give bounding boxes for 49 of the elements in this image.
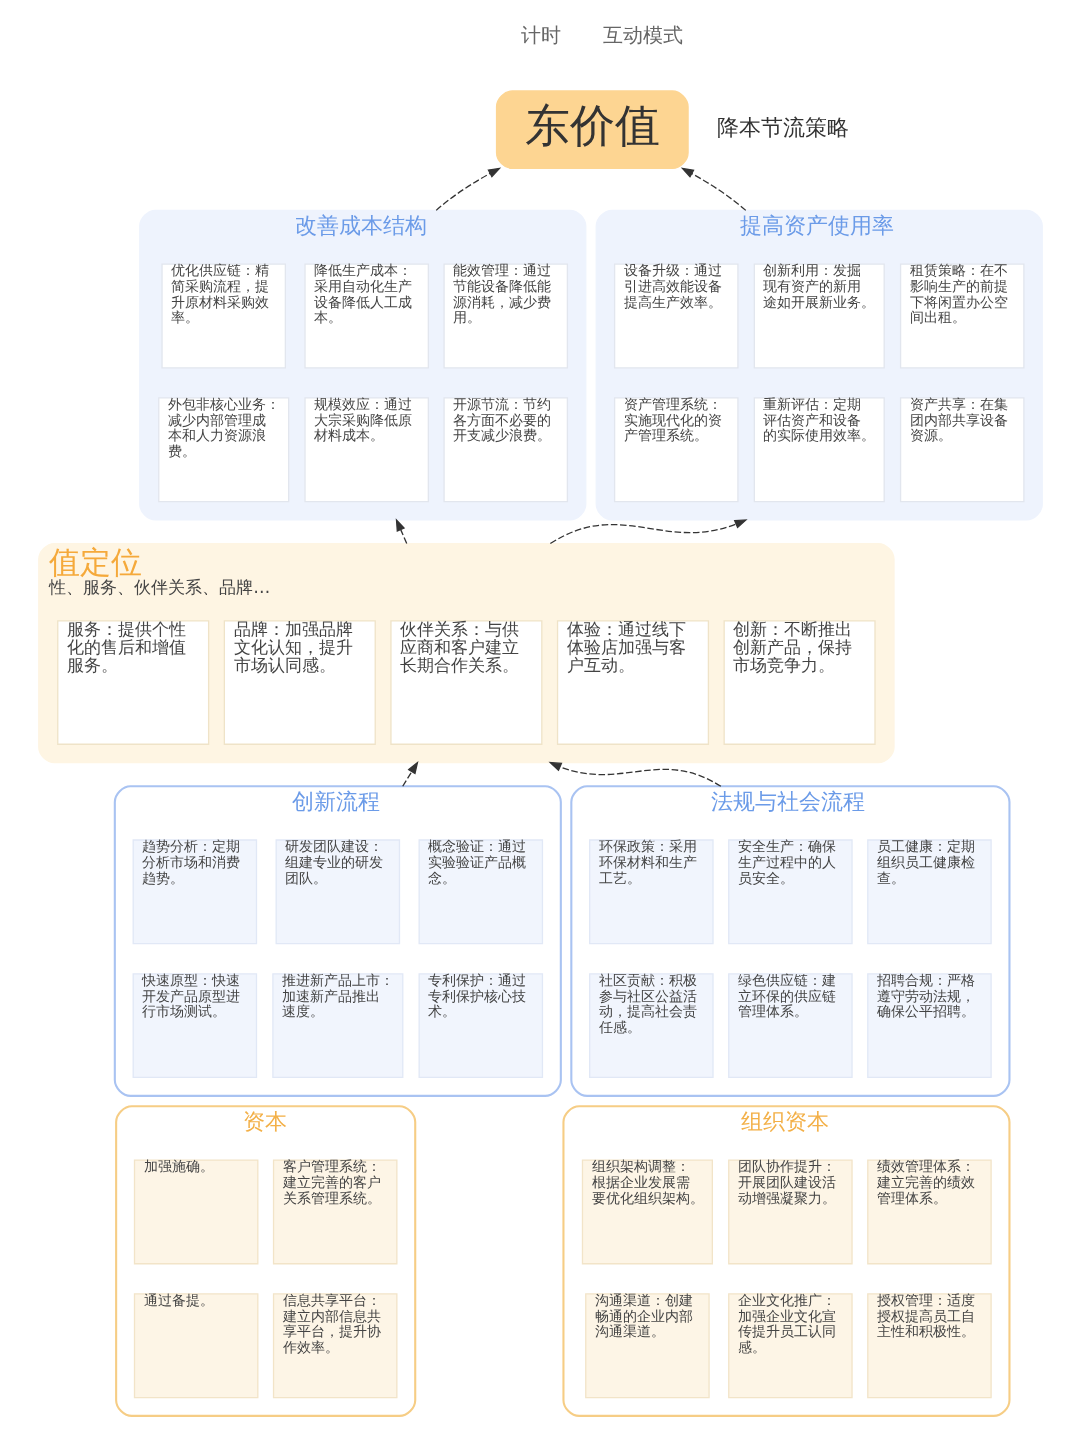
node-box: 开源节流：节约各方面不必要的开支减少浪费。 <box>442 397 568 503</box>
arrow <box>401 760 418 787</box>
node-box: 资产共享：在集团内部共享设备资源。 <box>899 397 1025 503</box>
node-box: 客户管理系统：建立完善的客户关系管理系统。 <box>272 1159 397 1265</box>
label: 计时 <box>520 23 561 47</box>
node-box: 环保政策：采用环保材料和生产工艺。 <box>588 839 714 945</box>
arrow <box>549 519 748 545</box>
node-box: 推进新产品上市：加速新产品推出速度。 <box>271 973 403 1079</box>
node-box: 设备升级：通过引进高效能设备提高生产效率。 <box>613 263 739 369</box>
node-box: 重新评估：定期评估资产和设备的实际使用效率。 <box>753 397 885 503</box>
node-box: 品牌：加强品牌文化认知，提升市场认同感。 <box>223 620 376 745</box>
node-box: 概念验证：通过实验验证产品概念。 <box>418 839 543 945</box>
node-box: 创新利用：发掘现有资产的新用途如开展新业务。 <box>753 263 885 369</box>
node-box: 服务：提供个性化的售后和增值服务。 <box>56 620 209 745</box>
node-box: 东价值 <box>495 90 689 170</box>
node-box: 研发团队建设：组建专业的研发团队。 <box>275 839 400 945</box>
node-box: 团队协作提升：开展团队建设活动增强凝聚力。 <box>727 1159 853 1265</box>
node-box: 企业文化推广：加强企业文化宣传提升员工认同感。 <box>727 1293 853 1399</box>
arrow <box>680 167 746 212</box>
node-box: 趋势分析：定期分析市场和消费趋势。 <box>132 839 257 945</box>
node-box: 能效管理：通过节能设备降低能源消耗，减少费用。 <box>442 263 568 369</box>
node-box: 专利保护：通过专利保护核心技术。 <box>418 973 543 1079</box>
node-box: 通过备提。 <box>133 1293 258 1399</box>
node-box: 员工健康：定期组织员工健康检查。 <box>866 839 992 945</box>
node-box: 体验：通过线下体验店加强与客户互动。 <box>556 620 709 745</box>
node-box: 降低生产成本：采用自动化生产设备降低人工成本。 <box>303 263 429 369</box>
node-box: 伙伴关系：与供应商和客户建立长期合作关系。 <box>389 620 542 745</box>
arrow <box>395 518 407 545</box>
node-box: 信息共享平台：建立内部信息共享平台，提升协作效率。 <box>272 1293 397 1399</box>
node-box: 规模效应：通过大宗采购降低原材料成本。 <box>303 397 429 503</box>
label: 互动模式 <box>602 23 683 47</box>
node-box: 外包非核心业务：减少内部管理成本和人力资源浪费。 <box>157 397 289 503</box>
node-box: 组织架构调整：根据企业发展需要优化组织架构。 <box>581 1159 713 1265</box>
node-box: 招聘合规：严格遵守劳动法规，确保公平招聘。 <box>866 973 992 1079</box>
node-box: 资产管理系统：实施现代化的资产管理系统。 <box>613 397 739 503</box>
node-box: 加强施确。 <box>133 1159 258 1265</box>
node-box: 安全生产：确保生产过程中的人员安全。 <box>727 839 853 945</box>
arrow <box>548 761 722 787</box>
node-box: 快速原型：快速开发产品原型进行市场测试。 <box>132 973 257 1079</box>
node-box: 社区贡献：积极参与社区公益活动，提高社会责任感。 <box>588 973 714 1079</box>
node-box: 创新：不断推出创新产品，保持市场竞争力。 <box>723 620 876 745</box>
arrow <box>435 167 501 212</box>
node-box: 沟通渠道：创建畅通的企业内部沟通渠道。 <box>584 1293 710 1399</box>
node-box: 租赁策略：在不影响生产的前提下将闲置办公空间出租。 <box>899 263 1025 369</box>
node-box: 绿色供应链：建立环保的供应链管理体系。 <box>727 973 853 1079</box>
node-box: 绩效管理体系：建立完善的绩效管理体系。 <box>866 1159 992 1265</box>
node-box: 优化供应链：精简采购流程，提升原材料采购效率。 <box>160 263 286 369</box>
node-box: 授权管理：适度授权提高员工自主性和积极性。 <box>866 1293 992 1399</box>
label: 降本节流策略 <box>716 114 849 141</box>
